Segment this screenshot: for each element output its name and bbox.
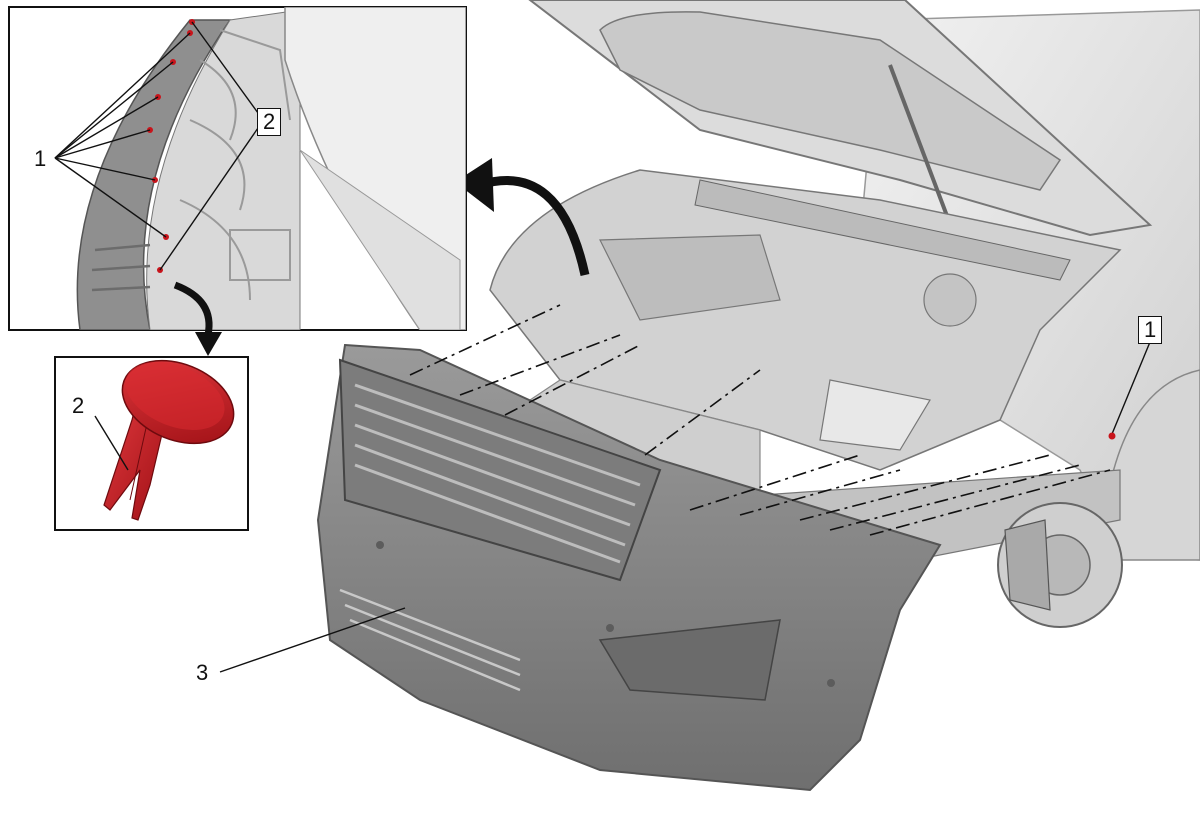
front-bumper-fascia <box>316 343 942 792</box>
push-pin-detail-view <box>54 356 249 531</box>
inset-clip-callout: 1 <box>34 146 47 171</box>
inset-pin-leaders <box>159 21 259 271</box>
inset-clip-leaders <box>54 32 191 238</box>
vehicle-clip-callout: 1 <box>1138 316 1163 344</box>
detail-pin-callout: 2 <box>72 393 85 418</box>
alignment-lines <box>409 304 1111 536</box>
grille <box>338 358 662 582</box>
arrow-to-pin-detail-icon <box>173 281 222 356</box>
inset-detail-view <box>8 6 467 331</box>
push-pin-retainer-icon <box>103 359 235 521</box>
pin-detail-leader <box>94 415 129 471</box>
bumper-callout: 3 <box>196 660 209 685</box>
vehicle-clip-leader <box>1111 341 1151 435</box>
inset-pin-callout: 2 <box>257 108 282 136</box>
vehicle-clip-marker <box>1108 432 1116 440</box>
bumper-leader <box>219 607 406 673</box>
arrow-to-inset-icon <box>455 158 590 276</box>
brake-rotor <box>997 502 1123 628</box>
